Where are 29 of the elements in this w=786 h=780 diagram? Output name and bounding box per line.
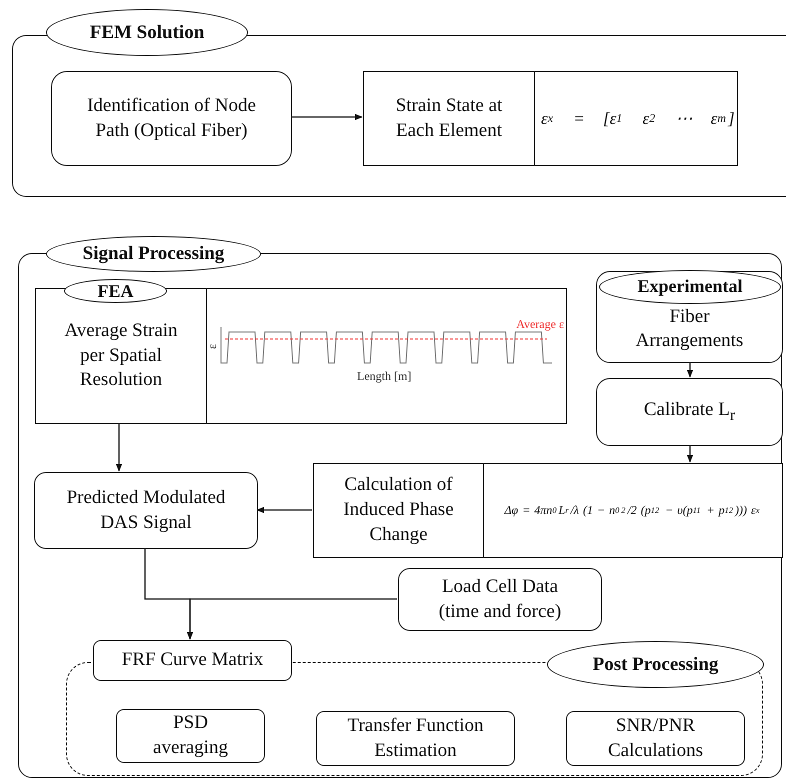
section-title-pill: Post Processing [547,641,764,688]
process-box [596,271,783,363]
process-box: SNR/PNR Calculations [566,711,745,766]
box-label: Calculation of Induced Phase Change [342,473,455,547]
arrow [116,423,122,472]
process-box: FRF Curve Matrix [93,640,292,681]
section-title-pill: Signal Processing [46,236,261,272]
arrow [686,445,694,463]
process-box: PSD averaging [116,709,265,763]
box-label: Fiber Arrangements [634,304,744,354]
arrow [256,506,312,514]
process-box: Transfer Function Estimation [316,711,515,766]
process-box: Identification of Node Path (Optical Fiber) [51,71,292,166]
average-label: Average ε [516,317,564,332]
box-label: Average Strain per Spatial Resolution [63,318,179,392]
arrow [686,362,694,378]
section-title-pill: FEA [64,279,167,303]
process-box [363,71,738,166]
section-title-pill: Experimental [599,270,781,304]
arrow [291,114,363,120]
arrow [186,598,397,640]
axis-label: ε [205,344,220,350]
axis-label: Length [m] [357,369,412,384]
process-box: Load Cell Data (time and force) [398,568,602,631]
process-box [313,463,783,558]
process-box: Predicted Modulated DAS Signal [34,472,258,549]
section-title-pill: FEM Solution [46,9,248,56]
box-label: Strain State at Each Element [394,94,504,142]
process-box: Calibrate L$_{r}$ [596,378,783,446]
